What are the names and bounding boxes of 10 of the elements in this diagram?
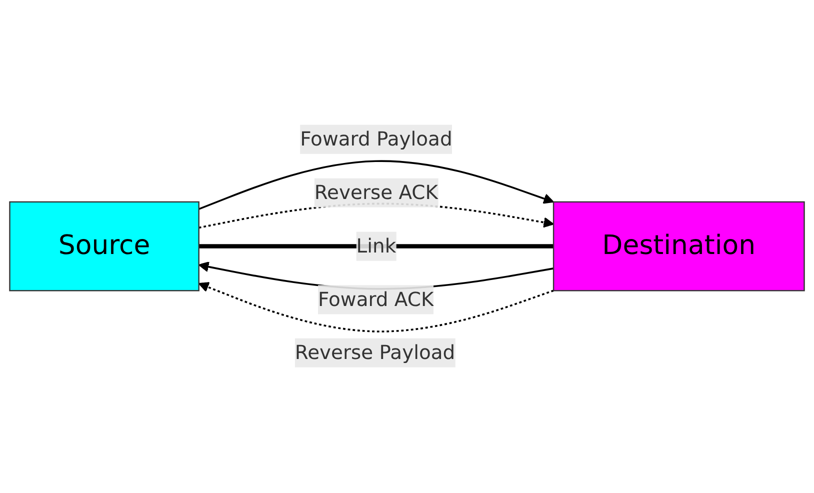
node-box: Destination (552, 202, 805, 292)
arrow (198, 282, 554, 333)
connector (198, 244, 554, 249)
edge-label: Reverse Payload (294, 341, 456, 364)
node-box: Source (9, 202, 200, 292)
edge-label: Foward Payload (300, 128, 452, 151)
edge-label: Link (356, 234, 396, 258)
edge-label: Foward ACK (318, 288, 434, 312)
arrow (198, 160, 554, 210)
edge-label: Reverse ACK (314, 181, 438, 204)
